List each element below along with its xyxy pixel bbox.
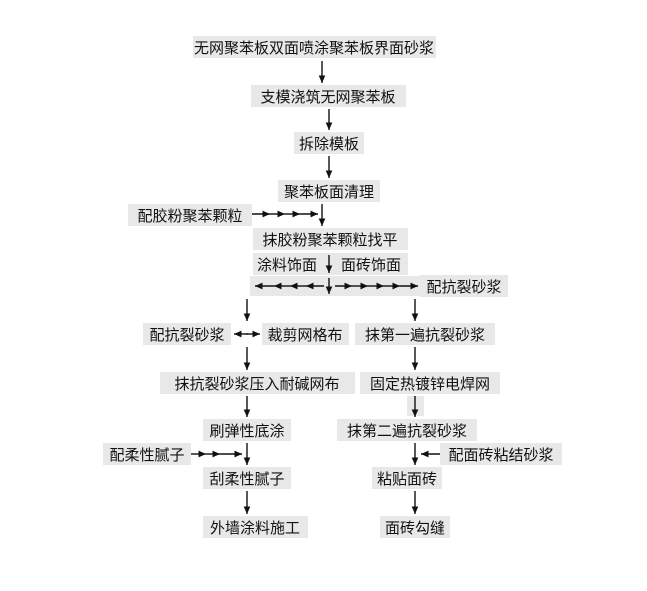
right-first-coat: 抹第一遍抗裂砂浆: [365, 326, 485, 344]
second-coat-bg: [337, 419, 477, 441]
left-exterior-paint: 外墙涂料施工: [210, 519, 300, 537]
step-remove-formwork: 拆除模板: [299, 135, 359, 153]
press-mesh-bg: [160, 372, 355, 394]
left-input-crack-mortar: 配抗裂砂浆: [149, 326, 224, 344]
right-stick-tiles: 粘贴面砖: [377, 470, 437, 488]
step-clean-board-surface: 聚苯板面清理: [284, 183, 374, 201]
branch-row-bg: [253, 253, 408, 275]
right-second-coat: 抹第二遍抗裂砂浆: [347, 422, 467, 440]
step-1-bg: [193, 36, 436, 58]
primer-bg: [203, 419, 291, 441]
input-granule-mix: 配胶粉聚苯颗粒: [137, 207, 242, 225]
branch-tile-finish: 面砖饰面: [341, 256, 401, 274]
left-cut-mesh: 裁剪网格布: [267, 326, 342, 344]
fix-mesh-bg: [360, 372, 500, 394]
step-4-bg: [278, 180, 380, 202]
putty-bg: [203, 467, 291, 489]
cut-mesh-bg: [262, 323, 349, 345]
left-elastic-primer: 刷弹性底涂: [209, 422, 284, 440]
left-input-putty: 配柔性腻子: [109, 446, 184, 464]
input-crack-mortar-right: 配抗裂砂浆: [426, 278, 501, 296]
input-putty-bg: [103, 443, 191, 465]
paint-bg: [203, 516, 308, 538]
step-spray-interface-mortar: 无网聚苯板双面喷涂聚苯板界面砂浆: [194, 39, 434, 57]
input-crack-right-bg: [420, 275, 508, 297]
branch-paint-finish: 涂料饰面: [257, 256, 317, 274]
step-cast-eps-board: 支模浇筑无网聚苯板: [260, 88, 395, 106]
flow-arrows: [191, 61, 440, 514]
step-3-bg: [294, 132, 364, 154]
tile-mortar-bg: [440, 443, 562, 465]
input-granule-bg: [128, 204, 252, 226]
tile-bg: [372, 467, 442, 489]
right-fix-welded-mesh: 固定热镀锌电焊网: [370, 375, 490, 393]
step-level-granule-layer: 抹胶粉聚苯颗粒找平: [262, 231, 397, 249]
left-crack-bg: [143, 323, 231, 345]
left-press-mesh: 抹抗裂砂浆压入耐碱网布: [174, 375, 339, 393]
step-2-bg: [251, 85, 406, 107]
step-5-bg: [253, 228, 408, 250]
right-tile-joints: 面砖勾缝: [385, 519, 445, 537]
right-input-tile-mortar: 配面砖粘结砂浆: [448, 446, 553, 464]
joint-bg: [380, 516, 450, 538]
left-scrape-putty: 刮柔性腻子: [209, 470, 284, 488]
first-coat-bg: [355, 323, 495, 345]
